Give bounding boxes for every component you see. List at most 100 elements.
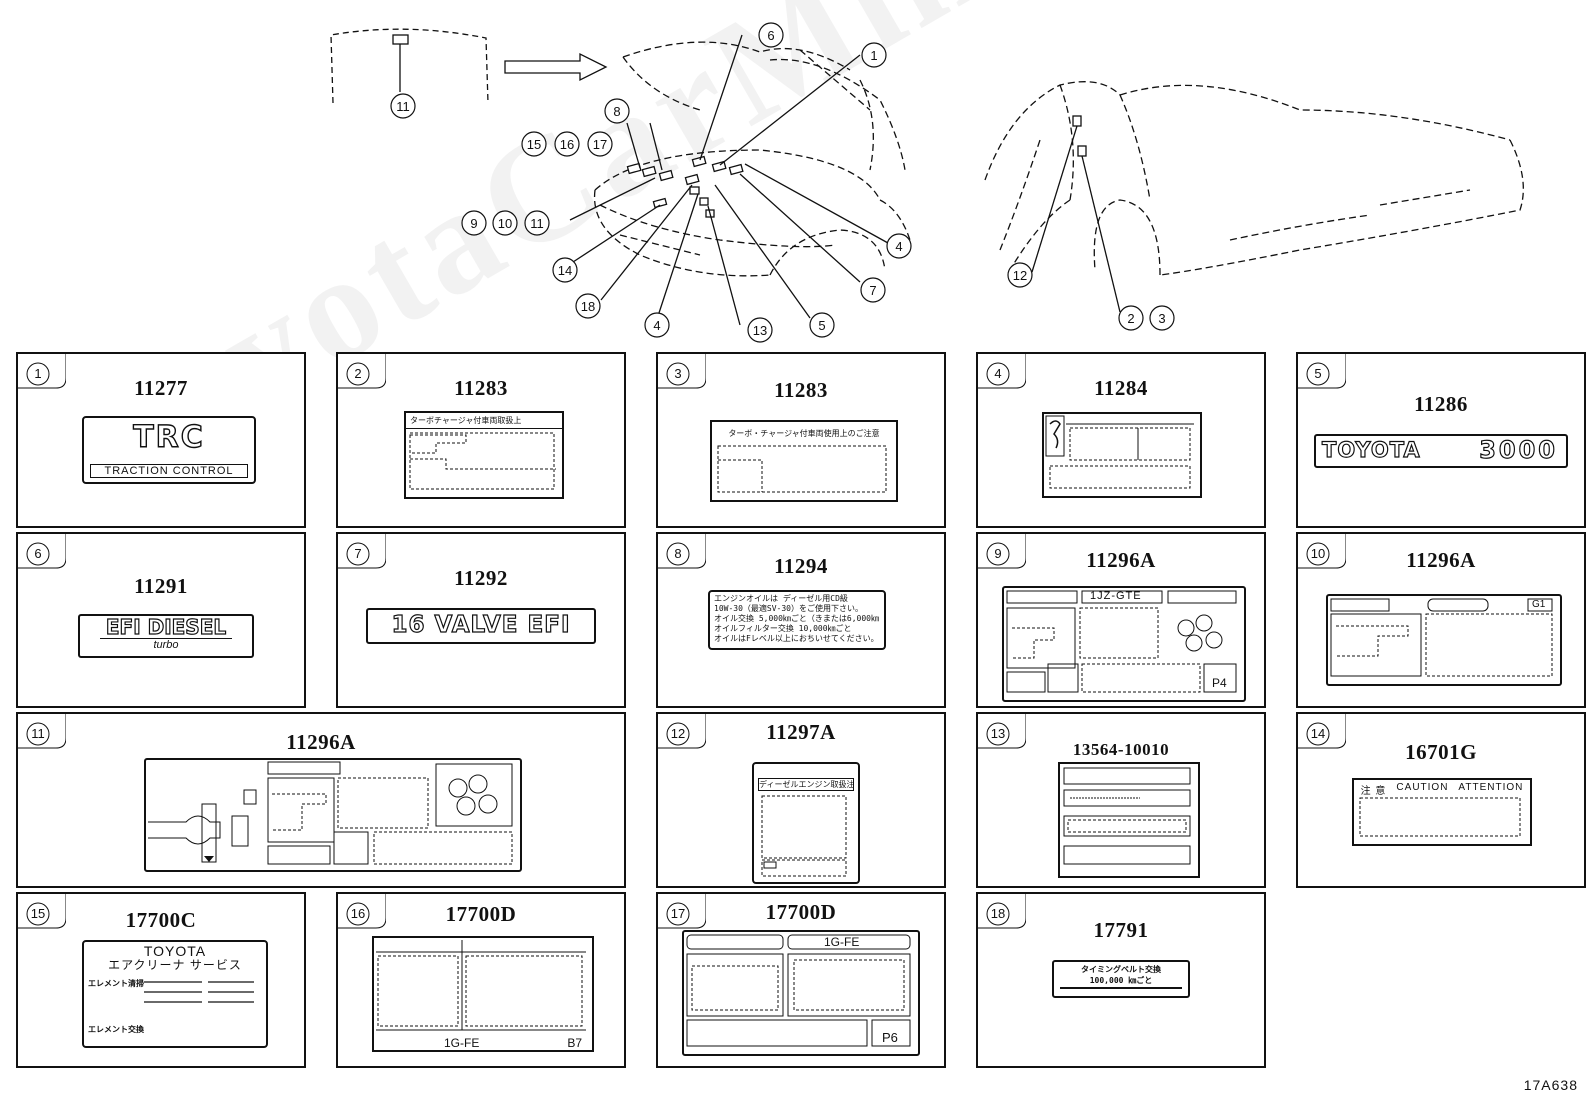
part-cell-14: 14 16701G 注 意 CAUTION ATTENTION bbox=[1296, 712, 1586, 888]
attention-text: ATTENTION bbox=[1458, 782, 1524, 793]
svg-text:13: 13 bbox=[753, 323, 767, 338]
3000-text: 3000 bbox=[1479, 435, 1558, 464]
part-number: 11296A bbox=[1086, 548, 1156, 572]
svg-text:8: 8 bbox=[613, 104, 620, 119]
part-number-circle: 6 bbox=[34, 546, 42, 561]
callout-11-top: 11 bbox=[396, 99, 410, 114]
part-number-circle: 9 bbox=[994, 546, 1002, 561]
toyota-3000-emblem: TOYOTA 3000 bbox=[1314, 434, 1568, 468]
part-number: 11294 bbox=[774, 554, 828, 578]
p4-code-text: P4 bbox=[1212, 676, 1227, 690]
part-number-circle: 10 bbox=[1310, 546, 1326, 561]
air-filter-label bbox=[1058, 762, 1200, 878]
g1-code-text: G1 bbox=[1532, 599, 1546, 610]
air-cleaner-service-label: TOYOTA エアクリーナ サービス エレメント清掃 エレメント交換 bbox=[82, 940, 268, 1048]
part-number: 11292 bbox=[454, 566, 508, 590]
part-number-circle: 1 bbox=[34, 366, 42, 381]
part-number-circle: 18 bbox=[990, 906, 1006, 921]
caution-attention-label: 注 意 CAUTION ATTENTION bbox=[1352, 778, 1532, 846]
engine-model-text: 1JZ-GTE bbox=[1090, 590, 1142, 602]
svg-text:1: 1 bbox=[870, 48, 877, 63]
svg-text:14: 14 bbox=[558, 263, 572, 278]
service-label bbox=[1042, 412, 1202, 498]
part-number: 11277 bbox=[134, 376, 188, 400]
engine-model-text: 1G-FE bbox=[824, 935, 860, 949]
diesel-caution-header: ディーゼルエンジン取扱注意 bbox=[758, 778, 854, 791]
part-number: 11283 bbox=[774, 378, 828, 402]
engine-model-text: 1G-FE bbox=[444, 1036, 480, 1050]
maintenance-label-1gfe: 1G-FE B7 bbox=[372, 936, 594, 1052]
svg-text:12: 12 bbox=[1013, 268, 1027, 283]
turbo-text: turbo bbox=[100, 638, 232, 652]
engine-oil-label: エンジンオイルは ディーゼル用CD級 10W-30（最適SV-30）をご使用下さ… bbox=[708, 590, 886, 650]
part-number-circle: 3 bbox=[674, 366, 682, 381]
part-cell-5: 5 11286 TOYOTA 3000 bbox=[1296, 352, 1586, 528]
svg-text:16: 16 bbox=[560, 137, 574, 152]
svg-text:5: 5 bbox=[818, 318, 825, 333]
emission-label: G1 bbox=[1326, 594, 1562, 686]
svg-text:11: 11 bbox=[530, 216, 544, 231]
timing-belt-label: タイミングベルト交換 100,000 ㎞ごと bbox=[1052, 960, 1190, 998]
part-number: 13564-10010 bbox=[1072, 740, 1170, 759]
svg-text:7: 7 bbox=[869, 283, 876, 298]
toyota-text: TOYOTA bbox=[1321, 437, 1421, 462]
part-cell-1: 1 11277 TRC TRACTION CONTROL bbox=[16, 352, 306, 528]
part-cell-16: 16 17700D 1G-FE B7 bbox=[336, 892, 626, 1068]
part-number-circle: 14 bbox=[1310, 726, 1326, 741]
part-number: 11296A bbox=[286, 730, 356, 754]
part-cell-10: 10 11296A G1 bbox=[1296, 532, 1586, 708]
part-cell-2: 2 11283 ターボチャージャ付車両取扱上 bbox=[336, 352, 626, 528]
p6-code-text: P6 bbox=[882, 1030, 898, 1045]
svg-text:4: 4 bbox=[895, 239, 902, 254]
part-number-circle: 11 bbox=[31, 726, 45, 741]
svg-text:2: 2 bbox=[1127, 311, 1134, 326]
air-cleaner-title: エアクリーナ サービス bbox=[108, 958, 242, 972]
part-cell-13: 13 13564-10010 bbox=[976, 712, 1266, 888]
timing-belt-title: タイミングベルト交換 bbox=[1081, 965, 1161, 974]
part-number: 17700C bbox=[125, 908, 197, 932]
diesel-caution-tag: ディーゼルエンジン取扱注意 bbox=[752, 762, 860, 884]
part-number-circle: 12 bbox=[670, 726, 686, 741]
part-number-circle: 4 bbox=[994, 366, 1002, 381]
part-cell-4: 4 11284 bbox=[976, 352, 1266, 528]
part-number: 11284 bbox=[1094, 376, 1148, 400]
svg-text:15: 15 bbox=[527, 137, 541, 152]
svg-text:4: 4 bbox=[653, 318, 660, 333]
part-number-circle: 8 bbox=[674, 546, 682, 561]
part-number-circle: 15 bbox=[30, 906, 46, 921]
svg-text:3: 3 bbox=[1158, 311, 1165, 326]
16-valve-efi-emblem: 16 VALVE EFI bbox=[366, 608, 596, 644]
vehicle-overview-illustration: 11 6 1 8 15 16 17 9 10 11 14 18 4 13 5 7… bbox=[330, 22, 1524, 343]
part-number: 11283 bbox=[454, 376, 508, 400]
svg-text:10: 10 bbox=[498, 216, 512, 231]
oil-line-2: 10W-30（最適SV-30）をご使用下さい。 bbox=[714, 604, 863, 613]
part-cell-9: 9 11296A 1JZ-GTE P4 bbox=[976, 532, 1266, 708]
turbo-caution-label: ターボ・チャージャ付車両使用上のご注意 bbox=[710, 420, 898, 502]
part-number: 11296A bbox=[1406, 548, 1476, 572]
oil-line-1: エンジンオイルは ディーゼル用CD級 bbox=[714, 594, 848, 603]
part-number: 11286 bbox=[1414, 392, 1468, 416]
svg-text:18: 18 bbox=[581, 299, 595, 314]
part-cell-15: 15 17700C TOYOTA エアクリーナ サービス エレメント清掃 エレメ… bbox=[16, 892, 306, 1068]
part-cell-8: 8 11294 エンジンオイルは ディーゼル用CD級 10W-30（最適SV-3… bbox=[656, 532, 946, 708]
turbo-caution-header: ターボ・チャージャ付車両使用上のご注意 bbox=[728, 429, 880, 438]
part-cell-17: 17 17700D 1G-FE P6 bbox=[656, 892, 946, 1068]
traction-control-text: TRACTION CONTROL bbox=[90, 464, 248, 478]
part-number-circle: 5 bbox=[1314, 366, 1322, 381]
diagram-code: 17A638 bbox=[1523, 1077, 1578, 1093]
turbo-caution-label: ターボチャージャ付車両取扱上 bbox=[404, 411, 564, 499]
trc-text: TRC bbox=[133, 419, 205, 455]
part-cell-12: 12 11297A ディーゼルエンジン取扱注意 bbox=[656, 712, 946, 888]
part-number: 11291 bbox=[134, 574, 188, 598]
svg-text:9: 9 bbox=[470, 216, 477, 231]
part-cell-11: 11 11296A bbox=[16, 712, 626, 888]
oil-line-5: オイルはFレベル以上におちいせてください。 bbox=[714, 634, 879, 643]
part-number: 17700D bbox=[445, 902, 517, 926]
element-clean-text: エレメント清掃 bbox=[88, 979, 144, 988]
toyota-text: TOYOTA bbox=[143, 943, 207, 959]
part-number: 17791 bbox=[1093, 918, 1149, 942]
efi-diesel-emblem: EFI DIESEL turbo bbox=[78, 614, 254, 658]
b7-code-text: B7 bbox=[567, 1036, 582, 1050]
part-cell-18: 18 17791 タイミングベルト交換 100,000 ㎞ごと bbox=[976, 892, 1266, 1068]
caution-jp-text: 注 意 bbox=[1360, 786, 1387, 797]
